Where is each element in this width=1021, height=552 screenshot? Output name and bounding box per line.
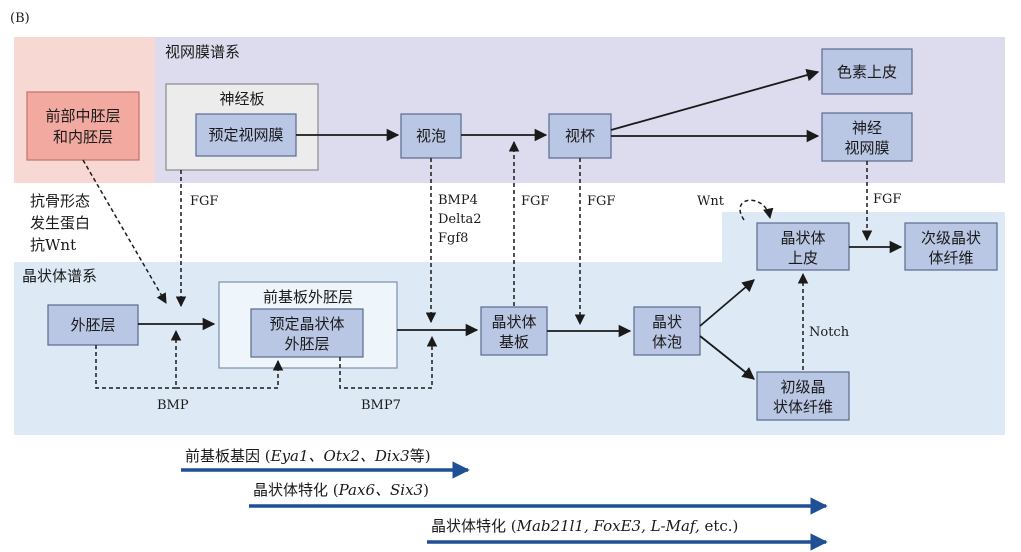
lens-placode-node: [480, 306, 548, 356]
arrow-optic-cup-to-pigment-epithelium: [610, 68, 820, 131]
ectoderm-node: [47, 304, 139, 346]
anti-bmp-label-line2: 发生蛋白: [30, 214, 90, 232]
pigment-epithelium-node: [821, 48, 913, 95]
lens-epithelium-line1: 晶状体: [780, 229, 825, 247]
fgf-label-neural-plate: FGF: [190, 194, 218, 209]
arrow-bmp-to-ectoderm-step: [95, 329, 182, 389]
retina-lineage-label: 视网膜谱系: [165, 43, 240, 61]
bmp7-label: BMP7: [361, 398, 401, 413]
neural-retina-line1: 神经: [852, 119, 882, 137]
presumptive-retina-node: [195, 113, 297, 157]
timeline-3-label: 晶状体特化 (Mab21l1, FoxE3, L-Maf, etc.): [431, 517, 738, 535]
primary-lens-fibers-line1: 初级晶: [780, 378, 825, 396]
fgf-label-optic-cup: FGF: [587, 194, 615, 209]
arrow-lens-vesicle-to-lens-epithelium: [699, 279, 755, 327]
timeline-1-label: 前基板基因 (Eya1、Otx2、Dix3等): [185, 447, 431, 465]
optic-vesicle-label: 视泡: [416, 127, 446, 145]
optic-vesicle-node: [400, 113, 462, 159]
bmp4-label: BMP4: [438, 193, 478, 208]
anterior-mesendoderm-line1: 前部中胚层: [45, 107, 120, 125]
figure-label: (B): [10, 11, 30, 26]
anti-bmp-label-line1: 抗骨形态: [30, 192, 90, 210]
fgf-label-neural-retina: FGF: [873, 192, 901, 207]
presumptive-retina-label: 预定视网膜: [208, 126, 283, 144]
wnt-label: Wnt: [697, 194, 725, 209]
notch-label: Notch: [809, 325, 850, 340]
lens-placode-line1: 晶状体: [491, 313, 536, 331]
presumptive-lens-ectoderm-line2: 外胚层: [284, 335, 329, 353]
optic-cup-label: 视杯: [565, 127, 595, 145]
arrow-bmp7: [339, 335, 438, 389]
pigment-epithelium-label: 色素上皮: [837, 63, 897, 81]
neural-retina-line2: 视网膜: [844, 139, 889, 157]
arrow-bmp-to-presumptive-lens: [176, 359, 284, 389]
fgf-label-optic-vesicle: FGF: [521, 194, 549, 209]
secondary-lens-fibers-line1: 次级晶状: [921, 229, 981, 247]
anti-wnt-label: 抗Wnt: [30, 236, 76, 254]
presumptive-lens-ectoderm-node: [250, 308, 364, 358]
primary-lens-fibers-node: [756, 371, 850, 421]
lens-vesicle-node: [633, 306, 701, 356]
presumptive-lens-ectoderm-line1: 预定晶状体: [269, 315, 344, 333]
anterior-mesendoderm-line2: 和内胚层: [53, 128, 113, 146]
timeline-2-label: 晶状体特化 (Pax6、Six3): [253, 481, 429, 499]
lens-lineage-label: 晶状体谱系: [22, 267, 97, 285]
delta2-label: Delta2: [438, 212, 482, 227]
lens-vesicle-line2: 体泡: [652, 333, 682, 351]
lens-vesicle-line1: 晶状: [652, 313, 682, 331]
fgf8-label: Fgf8: [438, 231, 468, 246]
anterior-mesendoderm-node: [26, 91, 140, 161]
bmp-label: BMP: [157, 398, 189, 413]
arrow-lens-vesicle-to-primary-fibers: [699, 335, 755, 380]
lens-epithelium-line2: 上皮: [788, 249, 818, 267]
lens-epithelium-node: [756, 222, 850, 271]
lens-placode-line2: 基板: [499, 333, 529, 351]
secondary-lens-fibers-line2: 体纤维: [928, 249, 973, 267]
secondary-lens-fibers-node: [904, 222, 998, 271]
neural-plate-label: 神经板: [219, 90, 264, 108]
primary-lens-fibers-line2: 状体纤维: [773, 398, 833, 416]
ectoderm-label: 外胚层: [70, 316, 115, 334]
preplacodal-ectoderm-label: 前基板外胚层: [263, 288, 353, 306]
arrow-wnt-loop: [739, 199, 774, 221]
